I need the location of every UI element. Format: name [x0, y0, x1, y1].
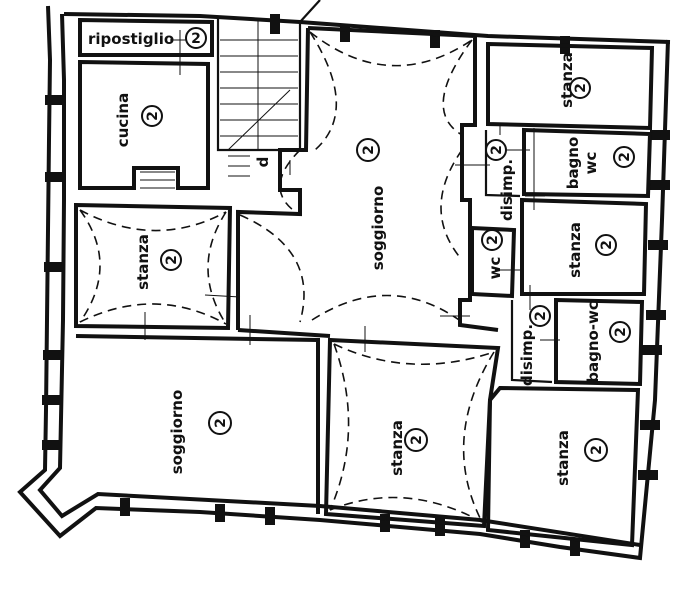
room-label: bagno	[564, 137, 582, 190]
level-number: 2	[191, 31, 201, 47]
room-d: d	[254, 157, 272, 168]
level-badge	[609, 321, 631, 343]
level-number: 2	[599, 240, 615, 250]
staircase	[140, 20, 298, 189]
room-label-secondary: wc	[582, 152, 600, 175]
level-badge	[185, 27, 207, 49]
room-stanza-mid-right: stanza 2	[566, 222, 617, 278]
room-cucina: cucina 2	[114, 93, 163, 147]
level-badge	[404, 428, 428, 452]
level-badge	[485, 139, 507, 161]
level-number: 2	[617, 152, 633, 162]
room-label: stanza	[554, 430, 572, 486]
level-badge	[208, 411, 232, 435]
level-number: 2	[613, 327, 629, 337]
interior-walls	[74, 16, 655, 548]
room-disimp-bottom: disimp. 2	[518, 305, 551, 386]
level-number: 2	[213, 418, 229, 428]
level-badge	[613, 146, 635, 168]
room-label: soggiorno	[168, 390, 186, 475]
level-badge	[529, 305, 551, 327]
level-badge	[356, 138, 380, 162]
level-number: 2	[485, 235, 501, 245]
room-disimp-top: disimp. 2	[485, 139, 516, 221]
room-label: stanza	[388, 420, 406, 476]
room-label: disimp.	[498, 159, 516, 221]
room-label: wc	[486, 257, 504, 280]
level-badge	[160, 249, 182, 271]
level-badge	[481, 229, 503, 251]
level-badge	[141, 105, 163, 127]
room-label: bagno-wc	[584, 301, 602, 383]
room-bagno-wc-bottom: bagno-wc 2	[584, 301, 631, 383]
room-label: stanza	[134, 234, 152, 290]
room-stanza-bottom-right: stanza 2	[554, 430, 608, 486]
room-label: cucina	[114, 93, 132, 147]
room-stanza-top-right: stanza 2	[558, 52, 591, 108]
level-badge	[595, 234, 617, 256]
room-bagno-wc: bagno wc 2	[564, 137, 635, 190]
room-label: soggiorno	[369, 186, 387, 271]
level-number: 2	[145, 111, 161, 121]
room-label: d	[254, 157, 272, 168]
level-number: 2	[489, 145, 505, 155]
room-label: disimp.	[518, 324, 536, 386]
level-number: 2	[361, 145, 377, 155]
level-number: 2	[164, 255, 180, 265]
room-wc: wc 2	[481, 229, 504, 280]
door-ticks	[144, 30, 560, 352]
room-ripostiglio: ripostiglio 2	[88, 27, 207, 49]
room-soggiorno-center: soggiorno 2	[356, 138, 387, 271]
vault-lines	[79, 31, 495, 523]
level-badge	[584, 438, 608, 462]
level-badge	[569, 77, 591, 99]
level-number: 2	[409, 435, 425, 445]
room-soggiorno-left: soggiorno 2	[168, 390, 232, 475]
room-label: stanza	[566, 222, 584, 278]
level-number: 2	[589, 445, 605, 455]
level-number: 2	[533, 311, 549, 321]
level-number: 2	[573, 83, 589, 93]
room-stanza-center: stanza 2	[388, 420, 428, 476]
room-stanza-left: stanza 2	[134, 234, 182, 290]
room-label: ripostiglio	[88, 30, 174, 48]
